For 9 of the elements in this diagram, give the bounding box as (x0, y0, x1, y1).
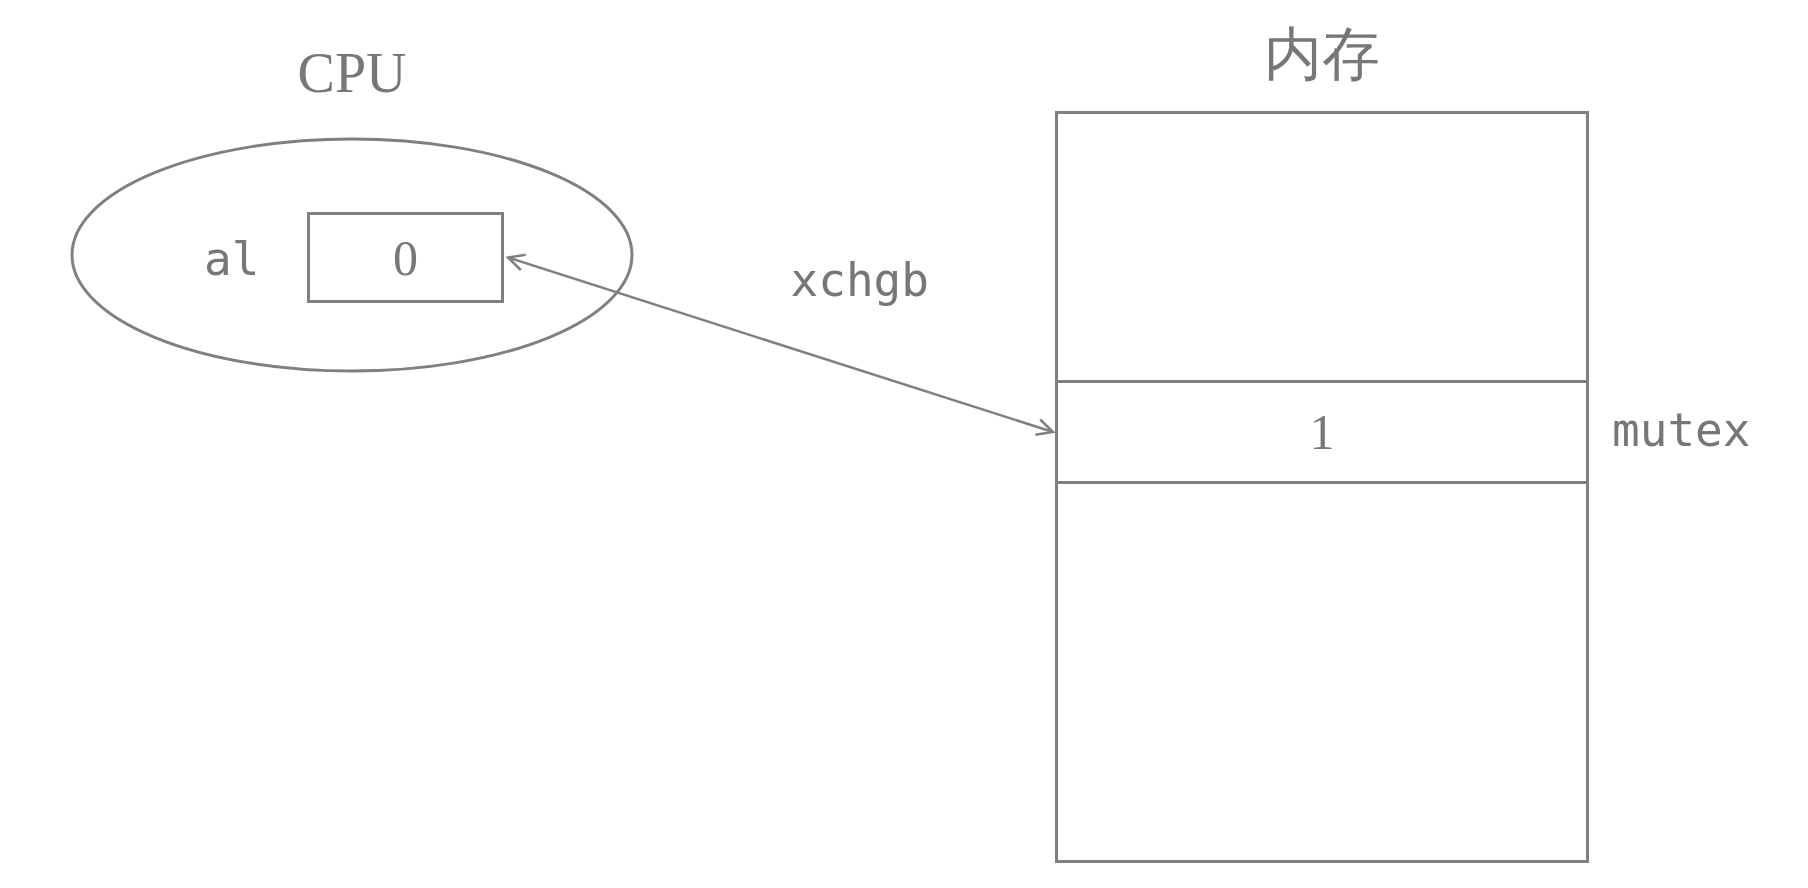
register-box: 0 (307, 212, 504, 303)
register-name: al (204, 236, 260, 282)
variable-name: mutex (1612, 407, 1751, 453)
memory-cell: 1 (1055, 380, 1589, 484)
heading: 内存 (1263, 26, 1381, 84)
heading: CPU (296, 45, 408, 101)
memory-cell (1055, 111, 1589, 383)
double-arrow (506, 253, 1055, 436)
memory-cell (1055, 481, 1589, 863)
